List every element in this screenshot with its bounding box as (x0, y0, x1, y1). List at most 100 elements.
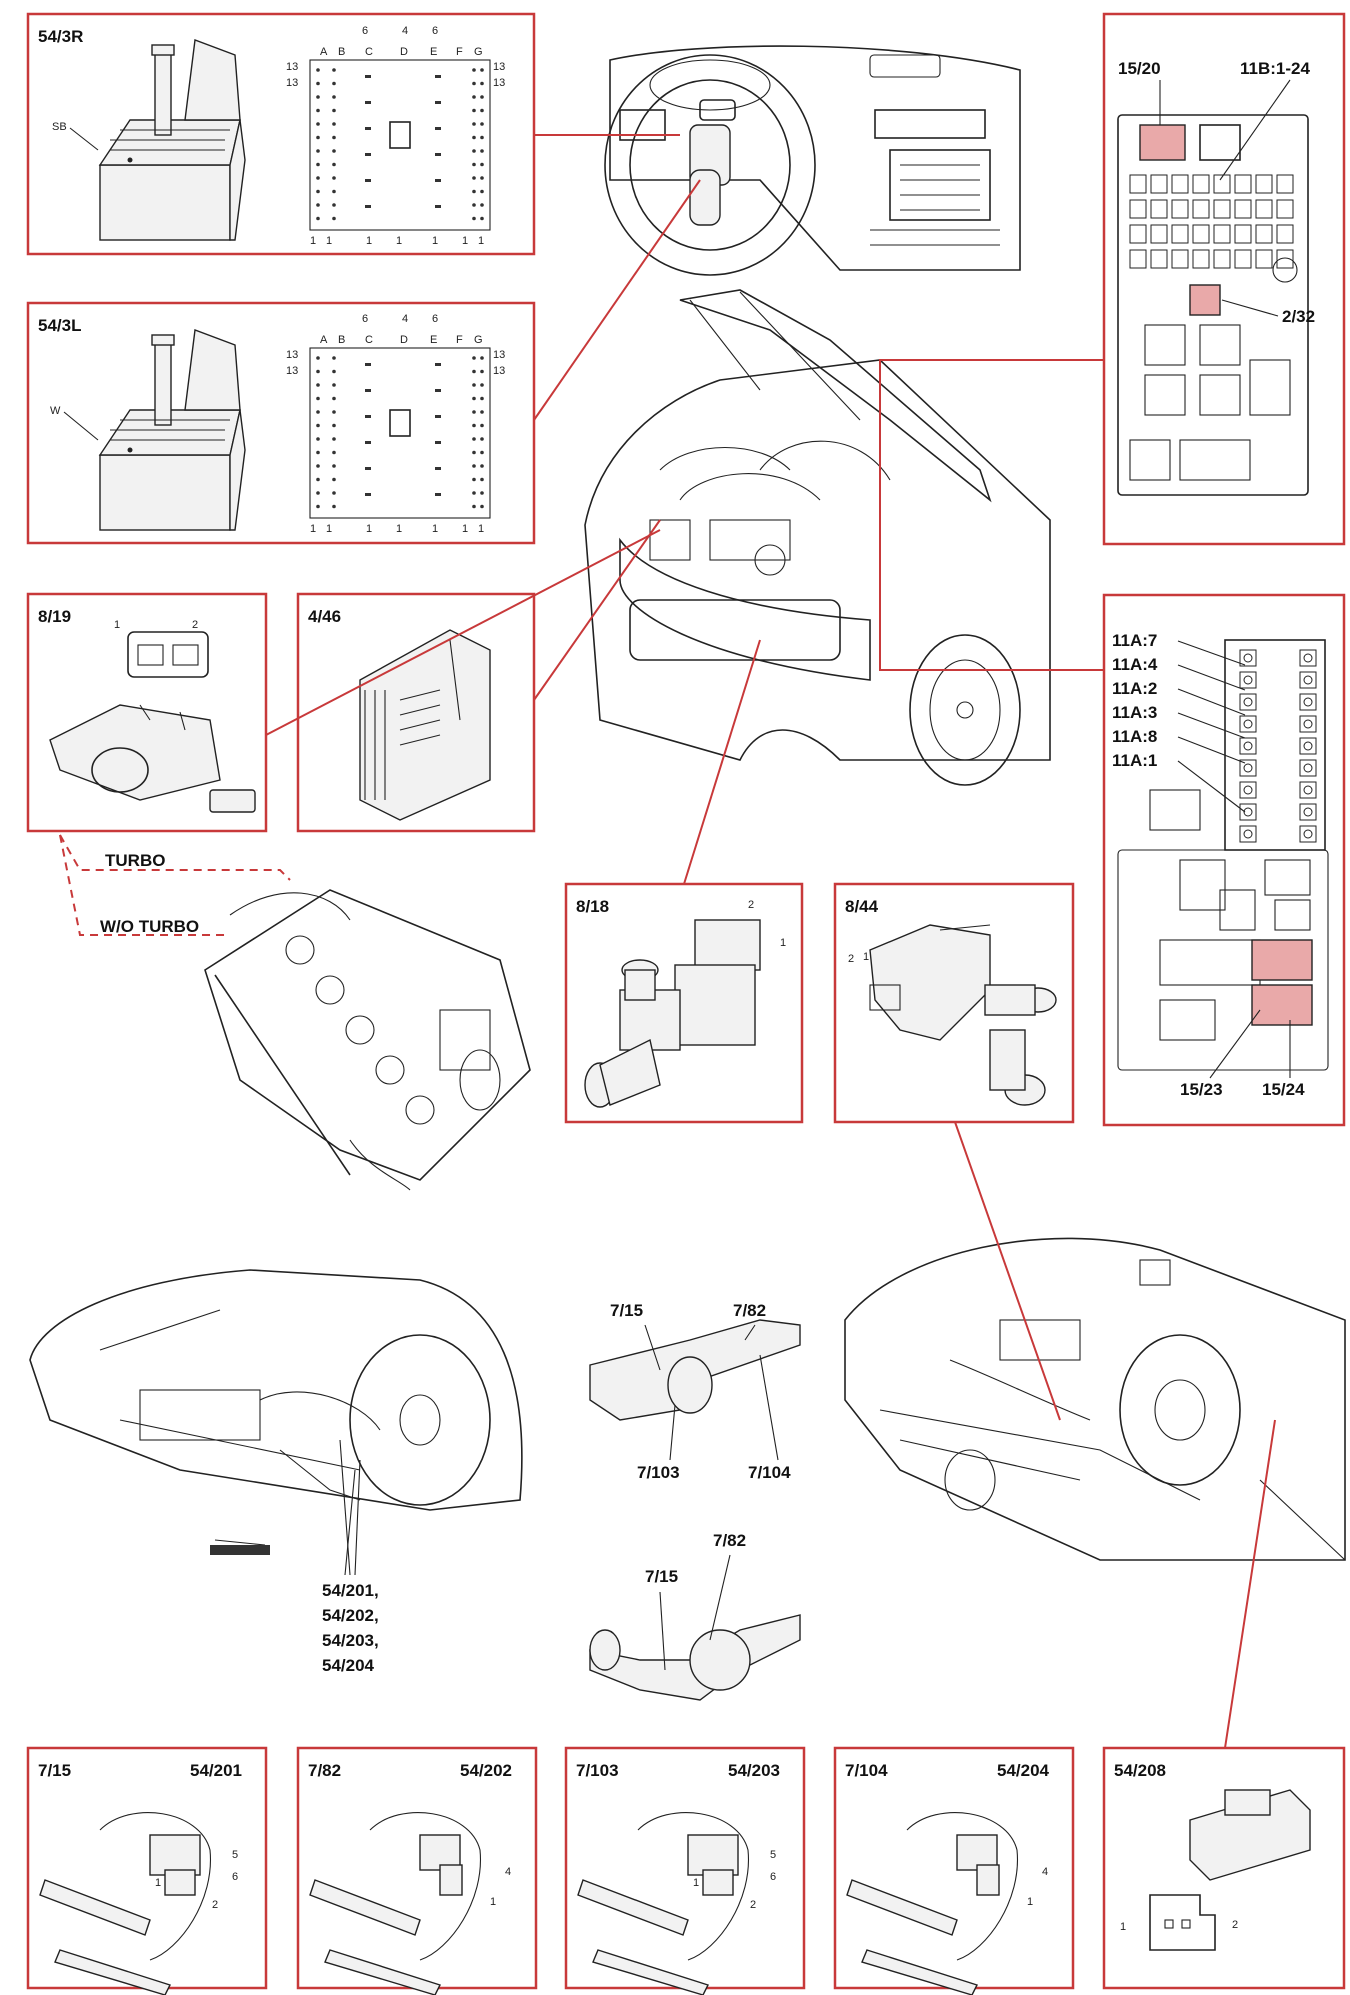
pin-slot (365, 389, 371, 392)
label-15-20: 15/20 (1118, 59, 1161, 78)
oxygen-sensor-icon (309, 1812, 481, 1995)
pin-dot (316, 491, 320, 495)
pin-2: 2 (212, 1899, 218, 1911)
fuse-terminal (1243, 807, 1253, 817)
pin-dot (316, 81, 320, 86)
fuse-slot (1276, 174, 1294, 194)
pin-slot (435, 467, 441, 470)
fuse-slot (1239, 825, 1257, 843)
pin-1: 1 (366, 235, 372, 247)
fuse-terminal (1243, 653, 1253, 663)
label-11a-4: 11A:4 (1112, 655, 1158, 674)
col-g: G (474, 46, 483, 58)
pin-2: 2 (192, 619, 198, 631)
pin-dot (332, 477, 336, 482)
pin-1: 1 (310, 523, 316, 535)
pin-dots-r (316, 68, 484, 221)
pin-dot (480, 189, 484, 194)
fuse-slot (1239, 649, 1257, 667)
pin-dot (332, 149, 336, 153)
fuse-slot (1192, 249, 1210, 269)
fuse-terminal (1303, 675, 1313, 685)
pin-dot (480, 491, 484, 495)
pin-dot (316, 477, 320, 482)
fuse-slot (1276, 199, 1294, 219)
panel-7-104-54-204: 7/104 54/204 4 1 (833, 1746, 1075, 1995)
label-15-23: 15/23 (1180, 1080, 1223, 1099)
pin-4: 4 (1042, 1866, 1048, 1878)
pin-13: 13 (286, 365, 298, 377)
pin-2: 2 (750, 1899, 756, 1911)
connector-15-24-highlight (1251, 984, 1313, 1026)
catalytic-converter-lower-illustration: 7/15 7/82 (589, 1531, 801, 1701)
panel-54-208: 54/208 1 2 (1102, 1746, 1346, 1990)
pin-dot (332, 423, 336, 428)
col-f: F (456, 334, 463, 346)
pin-dot (316, 135, 320, 140)
pin-1: 1 (780, 937, 786, 949)
col-c: C (365, 46, 373, 58)
panel-7-82-54-202: 7/82 54/202 4 1 (296, 1746, 538, 1995)
label-turbo: TURBO (105, 851, 165, 870)
pin-1: 1 (863, 951, 869, 963)
label-conn-4: 54/204 (322, 1656, 375, 1675)
fuse-slot (1192, 224, 1210, 244)
panel-8-44: 8/44 2 1 (833, 882, 1075, 1124)
panel-fuse-box-11a: 11A:7 11A:4 11A:2 11A:3 11A:8 11A:1 15/2… (1102, 593, 1346, 1127)
pin-dot (316, 108, 320, 113)
pin-dots-l (316, 356, 484, 509)
pressure-valve-icon (584, 919, 761, 1108)
pin-dot (316, 162, 320, 167)
fuse-slot (1255, 249, 1273, 269)
pin-slot (365, 179, 371, 182)
pin-slot (435, 127, 441, 130)
pin-dot (472, 383, 476, 387)
fuse-slot (1239, 781, 1257, 799)
pin-4: 4 (402, 313, 408, 325)
pin-slot (365, 363, 371, 366)
connector-pinout-54-3r: 13 13 13 13 A B C D E F G 6 4 6 1 1 1 1 … (286, 25, 505, 247)
pin-2: 2 (748, 899, 754, 911)
col-e: E (430, 334, 437, 346)
fuse-terminal (1243, 697, 1253, 707)
steering-column-switch-icon (98, 329, 246, 531)
pin-dot (472, 477, 476, 482)
pin-dot (472, 504, 476, 509)
pin-1: 1 (462, 235, 468, 247)
label-15-24: 15/24 (1262, 1080, 1305, 1099)
pin-dot (480, 216, 484, 221)
pin-13: 13 (493, 349, 505, 361)
underbody-front-illustration: 54/201, 54/202, 54/203, 54/204 (29, 1269, 523, 1675)
pin-13: 13 (493, 77, 505, 89)
pin-dot (472, 149, 476, 153)
pin-1: 1 (366, 523, 372, 535)
label-7-82: 7/82 (308, 1761, 341, 1780)
pin-dot (480, 356, 484, 360)
oxygen-sensor-icon (577, 1812, 749, 1995)
fuse-slot (1192, 199, 1210, 219)
pin-dot (316, 149, 320, 153)
pin-1: 1 (693, 1877, 699, 1889)
engine-top-illustration: TURBO W/O TURBO (59, 834, 531, 1191)
col-a: A (320, 334, 328, 346)
fuse-slot (1171, 199, 1189, 219)
pin-dot (316, 203, 320, 207)
pin-dot (472, 135, 476, 140)
label-7-104: 7/104 (748, 1463, 791, 1482)
label-7-15-lower: 7/15 (645, 1567, 678, 1586)
fuse-slot (1239, 803, 1257, 821)
dashboard-illustration (604, 45, 1021, 276)
pin-dot (472, 189, 476, 194)
fuse-terminal (1303, 653, 1313, 663)
pin-slot (435, 179, 441, 182)
pin-dot (472, 81, 476, 86)
pin-dot (480, 203, 484, 207)
fuse-slot (1299, 781, 1317, 799)
fuse-terminal (1303, 785, 1313, 795)
pin-1: 1 (326, 523, 332, 535)
fuse-slot (1213, 174, 1231, 194)
fuse-slot (1299, 715, 1317, 733)
fuse-slot (1239, 693, 1257, 711)
label-8-44: 8/44 (845, 897, 879, 916)
pin-dot (332, 176, 336, 180)
